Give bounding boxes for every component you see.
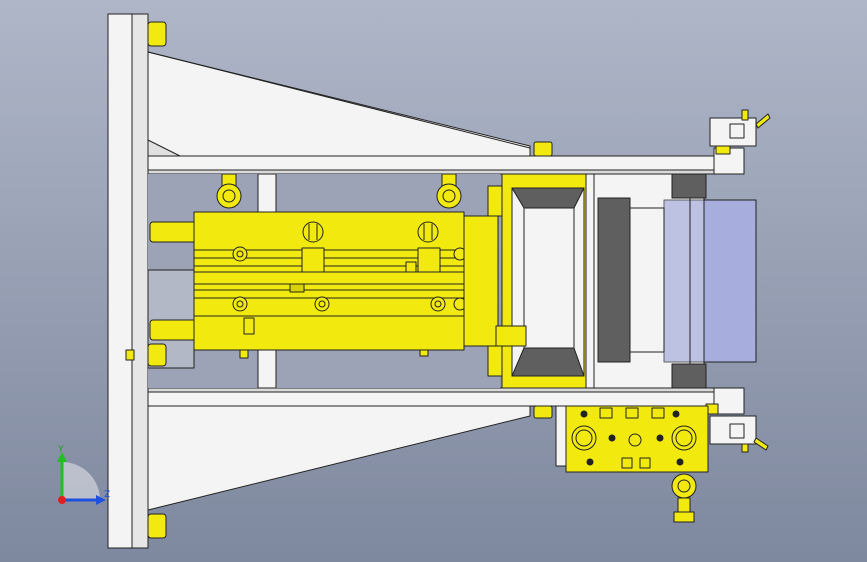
vertical-plate-inner (131, 13, 149, 549)
cylinder-rod-bottom[interactable] (149, 319, 197, 341)
valve-notch (621, 457, 633, 469)
slide-dark-bolt-strip (671, 173, 707, 199)
valve-screw (672, 410, 680, 418)
cylinder-fitting (419, 349, 429, 357)
z-axis-arrowhead (96, 495, 106, 505)
clamp-bolt-head (302, 221, 324, 243)
gusset-bolt (533, 405, 553, 419)
base-plate-bolt[interactable] (147, 21, 167, 47)
cylinder-hole (236, 300, 244, 308)
valve-port (675, 429, 693, 447)
guide-block[interactable] (523, 207, 575, 349)
sensor-screw (753, 437, 769, 451)
cylinder-slot (289, 283, 305, 293)
cylinder-clamp[interactable] (301, 247, 325, 273)
valve-notch (651, 407, 665, 419)
valve-screw (608, 434, 616, 442)
cylinder-hole (434, 300, 442, 308)
valve-manifold-side (555, 405, 567, 467)
rail-bolt (125, 349, 135, 361)
upper-gusset-edge (147, 51, 531, 149)
guide-rail-plate (495, 325, 527, 347)
slide-window (629, 207, 665, 353)
top-fitting-ring (442, 189, 456, 203)
valve-bottom-stem (677, 497, 691, 513)
valve-notch (599, 407, 613, 419)
valve-notch (639, 457, 651, 469)
base-plate-bolt[interactable] (147, 513, 167, 539)
slide-glass-panel[interactable] (703, 199, 757, 363)
valve-bottom-fitting (677, 479, 691, 493)
cylinder-end-flange[interactable] (463, 215, 499, 347)
right-end-plate-bottom[interactable] (713, 387, 745, 415)
z-axis-label: Z (104, 490, 110, 500)
valve-port (575, 429, 593, 447)
sensor-screw (741, 443, 749, 453)
sensor-bracket-window (729, 423, 745, 439)
valve-bottom-nut (673, 511, 695, 523)
valve-screw (676, 458, 684, 466)
bottom-rail-upper-face (147, 387, 743, 393)
vertical-base-plate[interactable] (107, 13, 133, 549)
top-fitting-ring (222, 189, 236, 203)
cylinder-rod-top[interactable] (149, 221, 197, 243)
clamp-nut (405, 261, 417, 273)
cylinder-fitting (239, 349, 249, 359)
clamp-bolt-head (417, 221, 439, 243)
y-axis-arrowhead (57, 452, 67, 462)
cylinder-clamp[interactable] (417, 247, 441, 273)
gusset-bolt (533, 141, 553, 157)
cylinder-end-cap (487, 185, 503, 217)
valve-center-port[interactable] (628, 433, 642, 447)
base-plate-bolt[interactable] (147, 343, 167, 367)
cylinder-fitting (243, 317, 255, 335)
guide-block-face (511, 187, 585, 209)
sensor-screw (715, 145, 731, 155)
sensor-bracket-window (729, 123, 745, 139)
sensor-screw (741, 109, 749, 121)
top-rail-lower-face (147, 169, 743, 175)
cylinder-end-cap (487, 345, 503, 377)
sensor-screw (755, 113, 771, 129)
x-axis-dot (58, 496, 66, 504)
slide-dark-plate (597, 197, 631, 363)
valve-screw (580, 410, 588, 418)
slide-dark-bolt-strip (671, 363, 707, 389)
axis-triad: Y Z (57, 445, 110, 505)
guide-divider-plate[interactable] (585, 173, 595, 389)
y-axis-label: Y (57, 445, 64, 455)
triad-quadrant (62, 462, 100, 500)
guide-block-face (511, 347, 585, 377)
valve-screw (656, 434, 664, 442)
slide-glass-panel-inner (663, 199, 705, 363)
cylinder-hole (318, 300, 326, 308)
cylinder-hole (236, 250, 244, 258)
valve-screw (586, 458, 594, 466)
valve-notch (625, 407, 639, 419)
